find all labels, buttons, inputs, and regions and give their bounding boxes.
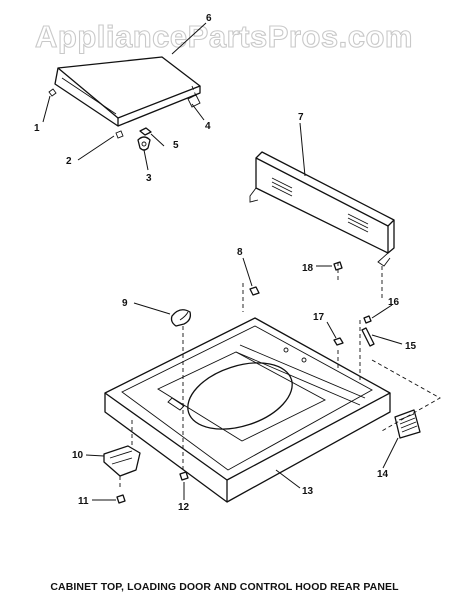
cabinet-bracket-part — [103, 420, 141, 490]
vent-grille-part — [394, 409, 421, 439]
callout-16: 16 — [388, 297, 400, 308]
leader-lines — [42, 22, 403, 501]
door-latch-part — [137, 127, 152, 151]
hinge-pin-part — [333, 315, 375, 370]
rear-panel-screw-part — [333, 261, 343, 271]
callout-14: 14 — [377, 469, 389, 480]
callout-15: 15 — [405, 341, 417, 352]
watermark-text: AppliancePartsPros.com — [35, 19, 413, 54]
callout-4: 4 — [205, 121, 211, 132]
callout-8: 8 — [237, 247, 243, 258]
callout-5: 5 — [173, 140, 179, 151]
callout-18: 18 — [302, 263, 314, 274]
callout-1: 1 — [34, 123, 40, 134]
loading-door-part — [48, 56, 201, 139]
callout-17: 17 — [313, 312, 325, 323]
callout-9: 9 — [122, 298, 128, 309]
cabinet-top-part — [104, 317, 441, 503]
callout-11: 11 — [78, 496, 89, 507]
door-hinge-part — [170, 309, 192, 470]
callout-10: 10 — [72, 450, 84, 461]
cabinet-screw-part — [179, 471, 189, 481]
callout-6: 6 — [206, 13, 212, 24]
bracket-screw-part — [116, 494, 126, 504]
callout-13: 13 — [302, 486, 314, 497]
control-hood-rear-panel-part — [249, 151, 395, 300]
top-screw-part — [242, 283, 260, 312]
callout-2: 2 — [66, 156, 72, 167]
callout-12: 12 — [178, 502, 190, 513]
diagram-caption: CABINET TOP, LOADING DOOR AND CONTROL HO… — [50, 581, 399, 593]
callout-7: 7 — [298, 112, 304, 123]
callout-3: 3 — [146, 173, 152, 184]
